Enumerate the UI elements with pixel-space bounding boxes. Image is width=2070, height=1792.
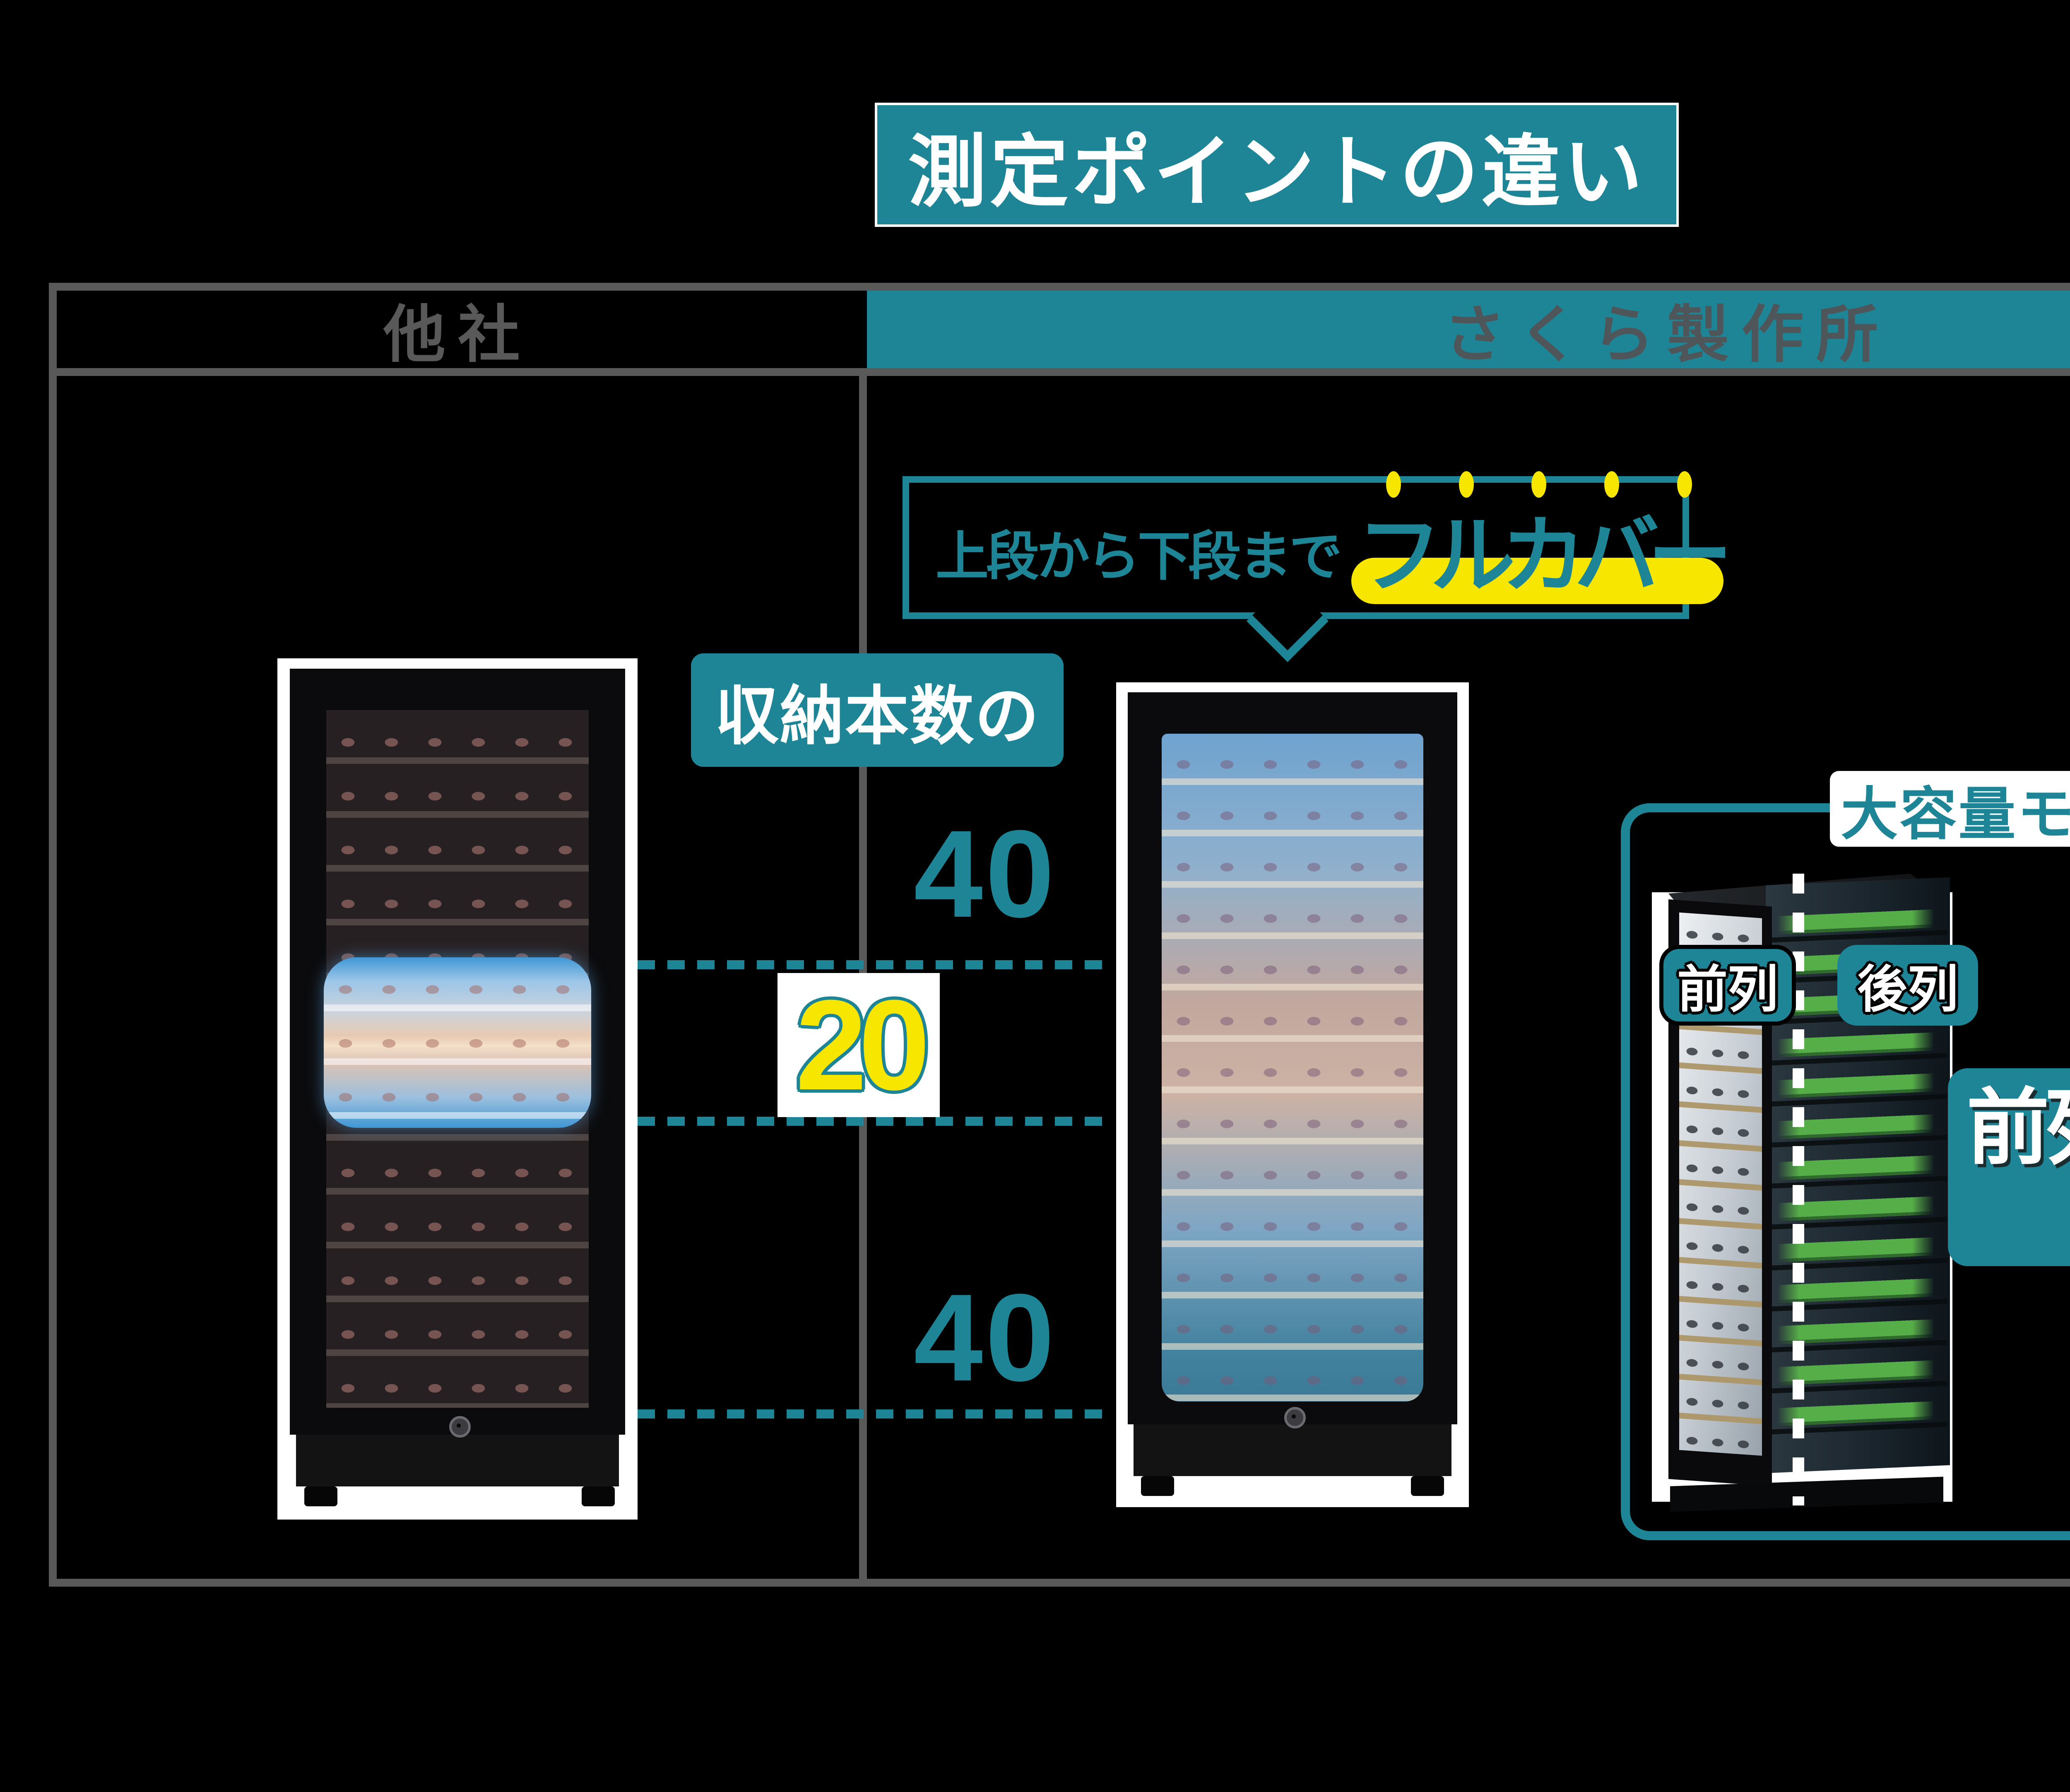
count-upper: 40: [914, 804, 1057, 943]
zone-line-bottom: [638, 1409, 1103, 1419]
sakura-cellar-plinth: [1134, 1424, 1451, 1476]
front-row-label: 前列: [1677, 961, 1778, 1018]
door-lock-icon: [1284, 1407, 1306, 1428]
measure-note-box: 前列と後列 の両方測定: [1948, 1068, 2070, 1266]
front-row-badge: 前列: [1659, 945, 1796, 1026]
emphasis-dot: [1459, 471, 1474, 498]
count-middle: 20: [795, 973, 930, 1117]
column-header-other-label: 他社: [383, 300, 532, 369]
cellar-foot: [304, 1486, 337, 1506]
zone-line-middle: [638, 1117, 1103, 1126]
large-model-label: 大容量モデル: [1830, 771, 2070, 847]
storage-count-text: 収納本数の: [715, 680, 1040, 752]
cellar-foot: [1411, 1476, 1444, 1496]
comparison-table: [49, 283, 2070, 1587]
column-header-sakura: さくら製作所: [867, 291, 2070, 369]
large-model-title: 大容量モデル: [1841, 782, 2070, 846]
cellar-foot: [582, 1486, 615, 1506]
emphasis-dot: [1386, 471, 1401, 498]
door-lock-icon: [449, 1416, 471, 1438]
page-title-banner: 測定ポイントの違い: [875, 103, 1679, 227]
measure-note-sub: の両方測定: [1964, 1178, 2070, 1248]
other-cellar-plinth: [296, 1435, 619, 1486]
callout-prefix: 上段から下段まで: [936, 527, 1342, 586]
column-header-sakura-label: さくら製作所: [1443, 300, 1891, 369]
large-capacity-cellar-image: [1668, 874, 1950, 1512]
sakura-cellar-glass-fullcover: [1162, 734, 1423, 1402]
header-divider-line: [57, 368, 2070, 376]
page-title: 測定ポイントの違い: [907, 128, 1646, 216]
callout-highlight-wrap: フルカバー: [1351, 471, 1733, 604]
measure-note-main: 前列と後列: [1966, 1081, 2070, 1174]
column-header-other: 他社: [57, 291, 859, 369]
storage-count-label: 収納本数の: [691, 653, 1064, 767]
back-row-label: 後列: [1857, 961, 1958, 1018]
callout-highlight: フルカバー: [1357, 508, 1733, 603]
count-lower: 40: [914, 1268, 1057, 1407]
emphasis-dot: [1604, 471, 1620, 498]
back-row-badge: 後列: [1837, 945, 1978, 1026]
yellow-highlight-bar: [1351, 557, 1723, 604]
cellar-foot: [1141, 1476, 1174, 1496]
count-middle-box: 20: [777, 973, 940, 1117]
measured-zone-highlight: [324, 957, 591, 1128]
zone-line-top: [638, 960, 1103, 969]
emphasis-dot: [1677, 471, 1692, 498]
emphasis-dots: [1357, 471, 1721, 498]
emphasis-dot: [1531, 471, 1547, 498]
